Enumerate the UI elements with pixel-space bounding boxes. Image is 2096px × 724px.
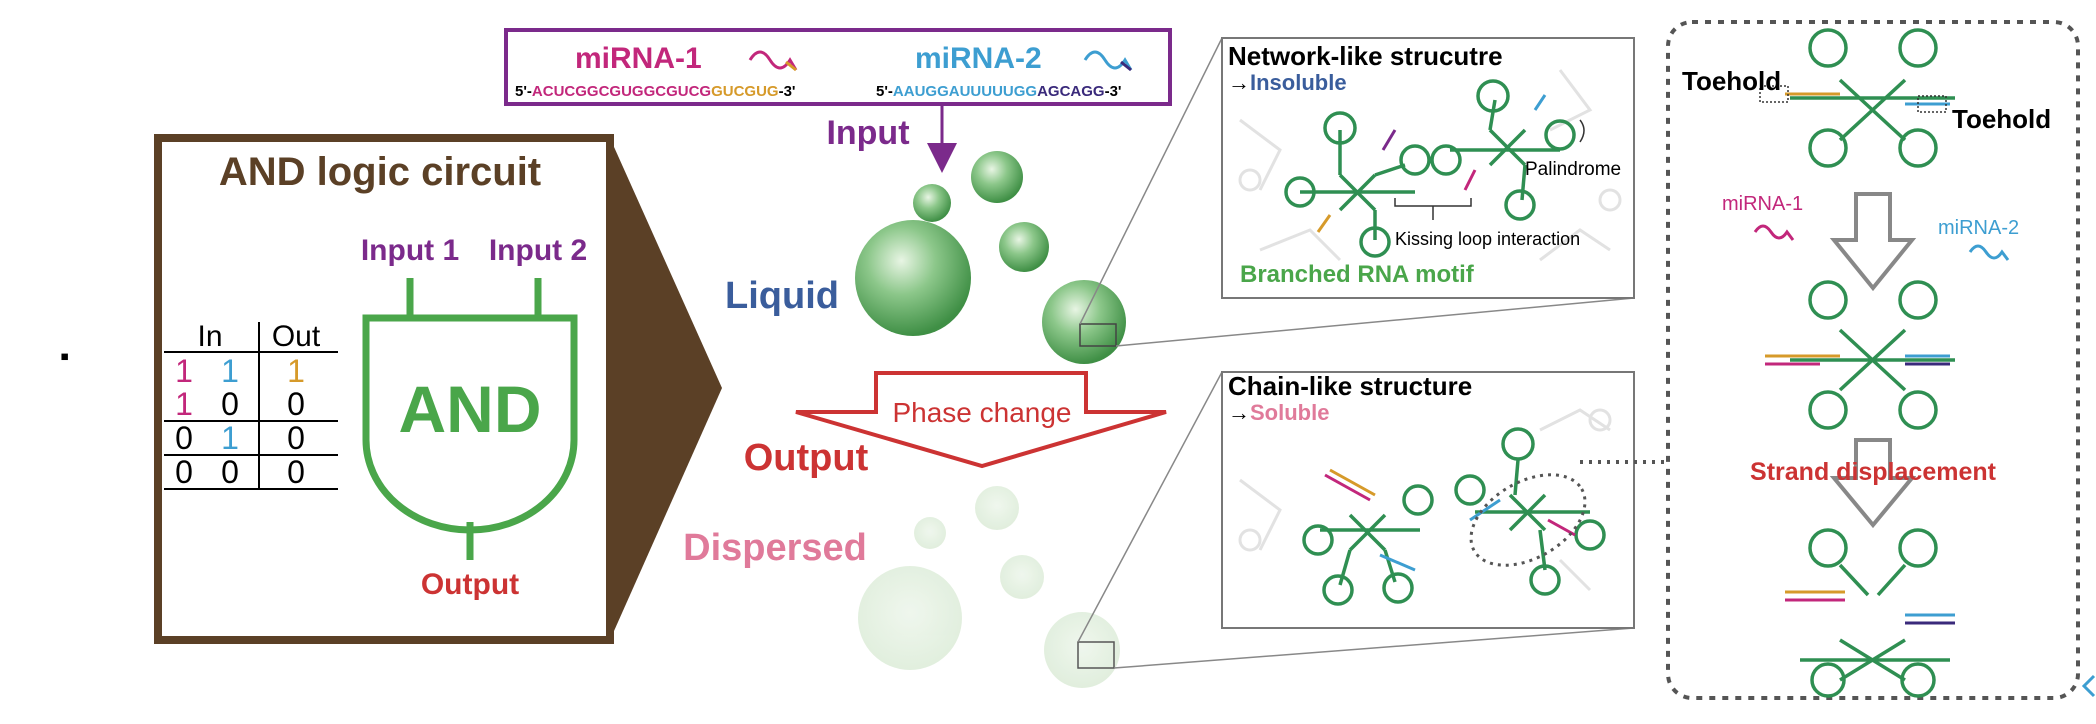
- faded-droplet: [1000, 555, 1044, 599]
- process-arrow: [1829, 438, 1917, 529]
- liquid-droplets: [855, 151, 1126, 364]
- branched-motif-middle: [1790, 280, 1955, 430]
- branched-motif: [1302, 484, 1434, 606]
- mirna1-squiggle-icon: [1753, 224, 1795, 241]
- faded-droplet: [914, 517, 946, 549]
- truth-table: In Out 1 1 1 1 0 0 0 1 0 0 0 0: [164, 320, 338, 490]
- and-gate-symbol: [362, 278, 578, 560]
- table-cell: 1: [287, 353, 305, 389]
- input-sequence-box: miRNA-1 miRNA-2 5'-ACUCGGCGUGGCGUCGGUCGU…: [504, 28, 1172, 106]
- droplet: [855, 220, 971, 336]
- branched-motif-bottom: [1800, 528, 1950, 698]
- table-header-out: Out: [272, 320, 321, 353]
- droplet: [971, 151, 1023, 203]
- branched-motif: [1454, 427, 1606, 596]
- chain-subtitle: →Soluble: [1228, 400, 1329, 425]
- branched-motif: [1430, 79, 1576, 221]
- table-header-in: In: [197, 320, 222, 353]
- kissing-loop-label: Kissing loop interaction: [1395, 229, 1580, 249]
- palindrome-label: Palindrome: [1525, 159, 1621, 180]
- table-cell: 0: [175, 420, 193, 456]
- logic-arrow-shape: [610, 138, 722, 640]
- network-panel: Network-like strucutre →Insoluble Palind…: [1221, 37, 1635, 299]
- mirna2-squiggle-icon: [1968, 244, 2010, 261]
- logic-title: AND logic circuit: [219, 150, 541, 194]
- liquid-label: Liquid: [725, 275, 839, 317]
- mirna1-label: miRNA-1: [575, 42, 702, 75]
- droplet: [1042, 280, 1126, 364]
- strand-displacement-panel: Toehold Toehold miRNA-1 miRNA-2 Strand d…: [1666, 20, 2080, 700]
- mirna2-panel-label: miRNA-2: [1938, 217, 2019, 239]
- highlight-ellipse: [1469, 473, 1587, 567]
- network-subtitle: →Insoluble: [1228, 70, 1347, 95]
- input-label: Input: [826, 114, 909, 152]
- faded-droplet: [858, 566, 962, 670]
- table-cell: 1: [175, 386, 193, 422]
- table-cell: 0: [221, 386, 239, 422]
- droplet: [913, 184, 951, 222]
- toehold-right-label: Toehold: [1952, 104, 2051, 134]
- table-cell: 0: [175, 454, 193, 490]
- phase-change-label: Phase change: [892, 397, 1071, 428]
- table-cell: 0: [221, 454, 239, 490]
- mirna1-sequence: 5'-ACUCGGCGUGGCGUCGGUCGUG-3': [515, 83, 795, 100]
- chain-panel: Chain-like structure →Soluble: [1221, 371, 1635, 629]
- output-label: Output: [744, 437, 869, 479]
- droplet: [999, 222, 1049, 272]
- and-gate-label: AND: [399, 372, 542, 446]
- branched-motif-label: Branched RNA motif: [1240, 261, 1475, 288]
- process-arrow: [1829, 192, 1917, 292]
- and-output-label: Output: [421, 568, 519, 601]
- branched-motif-top: [1790, 28, 1955, 168]
- table-cell: 1: [175, 353, 193, 389]
- zoom-box: [1079, 323, 1117, 347]
- table-cell: 0: [287, 454, 305, 490]
- network-title: Network-like strucutre: [1228, 41, 1503, 71]
- faded-droplet: [975, 486, 1019, 530]
- and-logic-box: AND logic circuit Input 1 Input 2 AND Ou…: [154, 134, 722, 644]
- branched-motif: [1284, 111, 1431, 258]
- toehold-left-label: Toehold: [1682, 66, 1781, 96]
- corner-chevron-icon: [2081, 674, 2096, 698]
- mirna2-squiggle-icon: [1083, 50, 1133, 71]
- logic-box-frame: [154, 134, 614, 644]
- mirna1-squiggle-icon: [748, 50, 798, 71]
- and-input2-label: Input 2: [489, 234, 587, 267]
- faded-droplet: [1044, 612, 1120, 688]
- table-cell: 1: [221, 420, 239, 456]
- zoom-box: [1077, 641, 1115, 669]
- chain-title: Chain-like structure: [1228, 371, 1472, 401]
- mirna2-sequence: 5'-AAUGGAUUUUUGGAGCAGG-3': [876, 83, 1121, 100]
- table-cell: 1: [221, 353, 239, 389]
- dispersed-droplets: [858, 486, 1120, 688]
- and-input1-label: Input 1: [361, 234, 459, 267]
- bullet-marker: ▪: [60, 341, 69, 371]
- table-cell: 0: [287, 386, 305, 422]
- mirna1-panel-label: miRNA-1: [1722, 193, 1803, 215]
- dispersed-label: Dispersed: [683, 527, 867, 569]
- mirna2-label: miRNA-2: [915, 42, 1042, 75]
- table-cell: 0: [287, 420, 305, 456]
- phase-change-arrow: Phase change: [795, 371, 1167, 469]
- strand-displacement-label: Strand displacement: [1750, 458, 1997, 486]
